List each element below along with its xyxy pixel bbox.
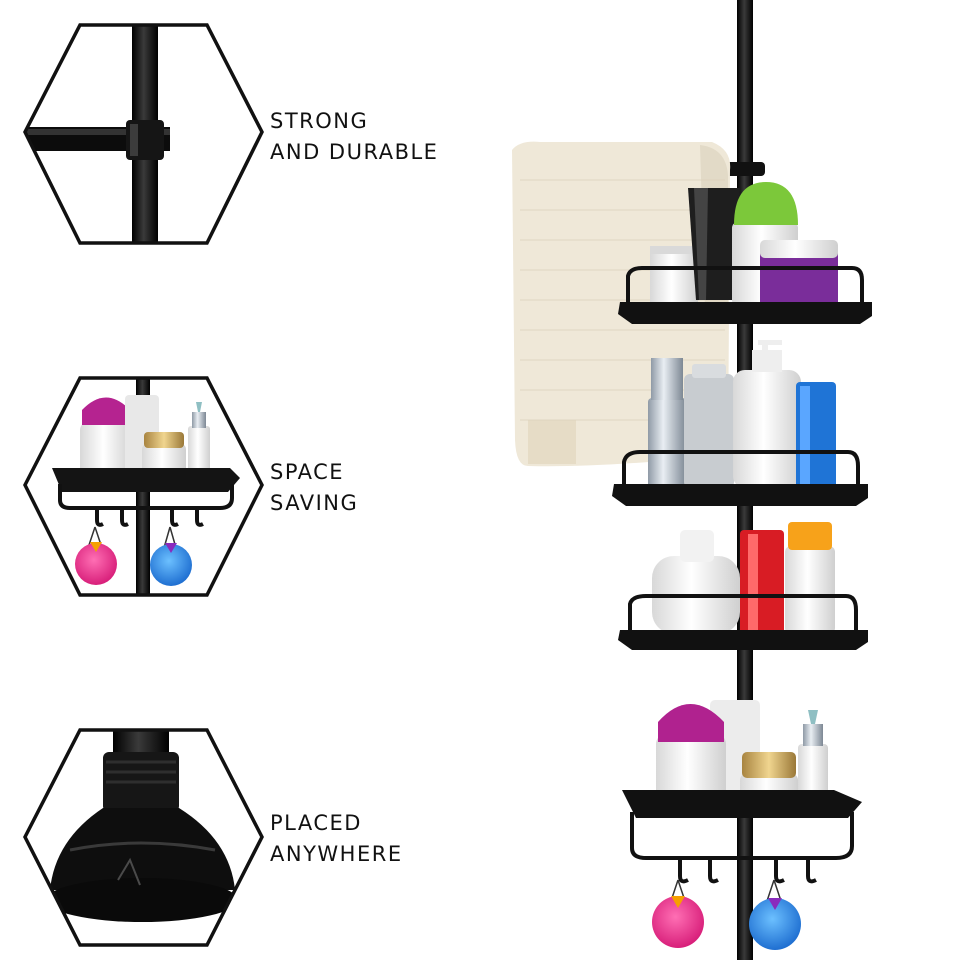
feature-hexagon-space	[23, 376, 264, 597]
tension-pole-caddy	[512, 0, 872, 960]
feature-label-line1: PLACED	[270, 811, 362, 835]
feature-label-strong: STRONG AND DURABLE	[270, 106, 438, 168]
feature-label-space: SPACE SAVING	[270, 457, 358, 519]
feature-label-line1: STRONG	[270, 109, 369, 133]
feature-label-line1: SPACE	[270, 460, 345, 484]
feature-label-line2: ANYWHERE	[270, 842, 403, 866]
feature-label-line2: SAVING	[270, 491, 359, 515]
feature-hexagon-strong	[23, 23, 264, 245]
feature-label-line2: AND DURABLE	[270, 140, 439, 164]
feature-label-anywhere: PLACED ANYWHERE	[270, 808, 403, 870]
feature-hexagon-anywhere	[23, 728, 264, 947]
